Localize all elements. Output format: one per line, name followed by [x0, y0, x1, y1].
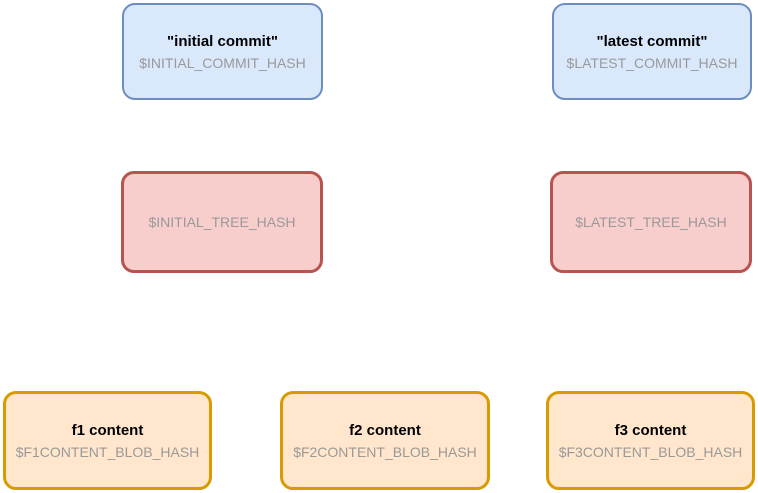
tree-node-initial: $INITIAL_TREE_HASH — [121, 171, 323, 273]
blob-node-f3: f3 content $F3CONTENT_BLOB_HASH — [546, 391, 755, 490]
blob-title: f3 content — [614, 421, 687, 439]
commit-hash: $INITIAL_COMMIT_HASH — [139, 54, 306, 71]
blob-hash: $F1CONTENT_BLOB_HASH — [15, 443, 200, 460]
commit-hash: $LATEST_COMMIT_HASH — [566, 54, 738, 71]
blob-hash: $F2CONTENT_BLOB_HASH — [293, 443, 477, 460]
tree-hash: $LATEST_TREE_HASH — [575, 214, 727, 230]
commit-title: "initial commit" — [167, 32, 278, 50]
blob-node-f1: f1 content $F1CONTENT_BLOB_HASH — [3, 391, 212, 490]
commit-title: "latest commit" — [596, 32, 708, 50]
commit-node-initial: "initial commit" $INITIAL_COMMIT_HASH — [122, 3, 323, 100]
commit-node-latest: "latest commit" $LATEST_COMMIT_HASH — [552, 3, 752, 100]
tree-node-latest: $LATEST_TREE_HASH — [550, 171, 752, 273]
blob-title: f1 content — [71, 421, 144, 439]
blob-node-f2: f2 content $F2CONTENT_BLOB_HASH — [280, 391, 490, 490]
blob-hash: $F3CONTENT_BLOB_HASH — [558, 443, 743, 460]
blob-title: f2 content — [349, 421, 421, 439]
tree-hash: $INITIAL_TREE_HASH — [148, 214, 296, 230]
